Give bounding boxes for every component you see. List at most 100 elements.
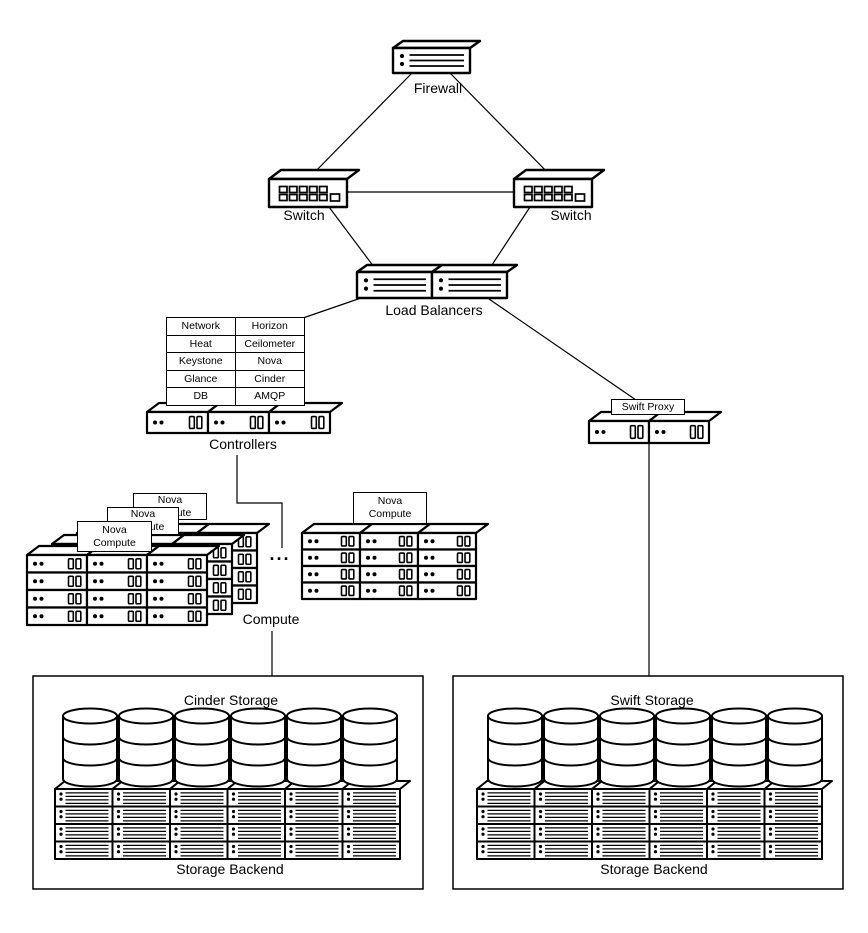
drive-slot <box>348 568 355 580</box>
led-dot <box>93 579 97 584</box>
cylinder-top <box>174 707 230 725</box>
led-dot <box>653 832 658 836</box>
service-cell: Glance <box>167 369 236 387</box>
box-top-face <box>416 522 490 535</box>
switch-port <box>523 185 533 194</box>
swift-storage-title: Swift Storage <box>610 692 694 708</box>
drive-slot <box>212 581 220 594</box>
led-dot <box>93 614 97 619</box>
led-dot <box>372 555 377 560</box>
led-dot <box>159 596 164 601</box>
drive-slot <box>187 575 195 588</box>
led-dot <box>116 815 121 819</box>
led-dot <box>308 588 312 593</box>
edge-lb-controllers <box>302 297 362 319</box>
drive-slot <box>257 415 264 430</box>
service-cell: Keystone <box>167 352 236 370</box>
drive-slot <box>456 585 464 597</box>
drive-slot <box>195 592 202 605</box>
drive-slot <box>456 535 464 547</box>
led-dot <box>481 815 485 819</box>
led-dot <box>33 614 37 619</box>
led-dot <box>424 555 428 560</box>
service-cell: Network <box>167 318 236 335</box>
edge-switch-right-lb <box>487 206 531 272</box>
led-dot <box>289 827 293 831</box>
drive-slot <box>237 553 245 566</box>
led-dot <box>430 572 435 577</box>
led-dot <box>366 588 370 593</box>
connector-lines <box>236 71 650 676</box>
led-dot <box>231 832 236 836</box>
led-dot <box>661 430 666 434</box>
cylinder-top <box>711 707 767 725</box>
led-dot <box>481 832 485 836</box>
led-dot <box>231 815 236 819</box>
cylinder-top <box>599 707 655 725</box>
led-dot <box>116 850 121 854</box>
led-dot <box>314 555 319 560</box>
led-dot <box>220 420 225 425</box>
drive-slot <box>187 557 195 570</box>
led-dot <box>116 844 121 849</box>
drive-slot <box>135 557 142 570</box>
drive-slot <box>340 585 348 597</box>
led-dot <box>346 797 351 801</box>
led-dot <box>768 809 773 814</box>
led-dot <box>116 809 121 814</box>
led-dot <box>116 797 121 801</box>
cylinder-top <box>286 707 342 725</box>
led-dot <box>538 850 543 854</box>
led-dot <box>59 850 63 854</box>
drive-slot <box>75 610 82 623</box>
led-dot <box>711 844 715 849</box>
led-dot <box>424 539 428 544</box>
firewall-appliance <box>391 39 482 75</box>
led-dot <box>289 797 293 801</box>
cylinder-top <box>767 707 823 725</box>
led-dot <box>481 797 485 801</box>
led-dot <box>653 792 658 796</box>
drive-slot <box>212 599 220 612</box>
switch-port <box>278 185 288 194</box>
drive-slot <box>220 599 227 612</box>
drive-slot <box>196 415 203 430</box>
drive-slot <box>220 546 227 559</box>
led-dot <box>366 555 370 560</box>
led-dot <box>538 797 543 801</box>
led-dot <box>346 832 351 836</box>
led-dot <box>289 809 293 814</box>
service-cell: Ceilometer <box>235 334 304 353</box>
drive-slot <box>67 575 75 588</box>
led-dot <box>595 430 599 434</box>
drive-slot <box>195 557 202 570</box>
drive-slot <box>310 415 318 430</box>
led-dot <box>99 596 104 601</box>
service-cell: AMQP <box>235 387 304 405</box>
edge-lb-swift-proxy <box>488 298 637 401</box>
led-dot <box>596 815 600 819</box>
switch-left-appliance <box>267 168 361 209</box>
switch-port <box>298 185 308 194</box>
led-dot <box>653 797 658 801</box>
led-dot <box>99 614 104 619</box>
drive-slot <box>127 592 135 605</box>
drive-slot <box>245 588 252 601</box>
led-dot <box>231 797 236 801</box>
service-cell: Cinder <box>235 369 304 388</box>
drive-slot <box>406 535 413 547</box>
box-top-face <box>170 533 246 546</box>
controllers-rack <box>145 401 344 435</box>
led-dot <box>363 278 369 283</box>
switch-port <box>553 185 563 194</box>
drive-slot <box>464 552 471 564</box>
box-top-face <box>195 522 271 535</box>
led-dot <box>159 420 164 425</box>
led-dot <box>372 588 377 593</box>
cylinder-top <box>655 707 711 725</box>
led-dot <box>768 792 773 796</box>
led-dot <box>214 420 218 425</box>
led-dot <box>93 596 97 601</box>
led-dot <box>596 809 600 814</box>
